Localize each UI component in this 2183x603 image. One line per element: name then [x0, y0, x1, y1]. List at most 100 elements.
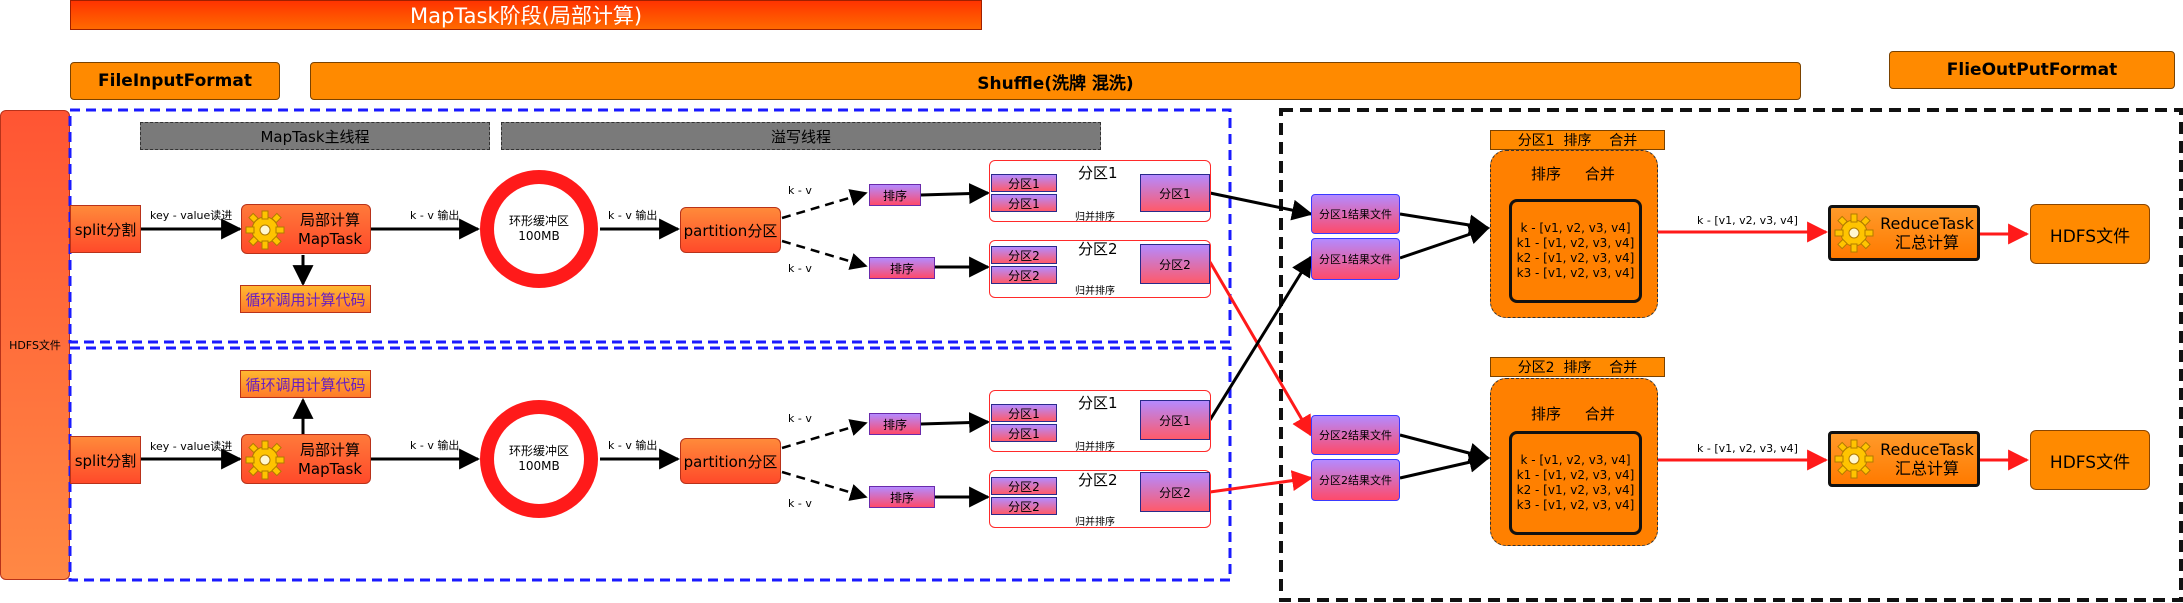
result-file-p2-b: 分区2结果文件	[1311, 459, 1400, 501]
header-output-format: FlieOutPutFormat	[1889, 51, 2175, 89]
merge-sort-bottom-2: 归并排序	[1075, 517, 1115, 528]
sort-merge-label-p2: 排序 合并	[1531, 405, 1615, 423]
kv-list-box-p2: k - [v1, v2, v3, v4] k1 - [v1, v2, v3, v…	[1509, 431, 1642, 535]
sort-box-bottom-2: 排序	[869, 486, 935, 508]
partition-box-bottom: partition分区	[680, 438, 781, 484]
sort-label-top-2: 排序	[889, 261, 914, 276]
partition1-a-bottom: 分区1	[991, 404, 1057, 422]
partition2-a-bottom: 分区2	[991, 477, 1057, 495]
partition2-result-bottom-label: 分区2	[1159, 485, 1191, 500]
kv-label-bottom-2: k - v	[788, 497, 812, 510]
map-frame-bottom	[68, 346, 1232, 582]
phase-main-thread-label: MapTask主线程	[260, 127, 370, 146]
result-file-p1-a-label: 分区1结果文件	[1319, 208, 1392, 221]
partition1-result-bottom: 分区1	[1140, 400, 1210, 440]
loop-code-box-top: 循环调用计算代码	[240, 285, 371, 313]
gear-icon	[1834, 213, 1874, 253]
kv-line-1-p2: k - [v1, v2, v3, v4]	[1520, 453, 1631, 467]
kv-label-top-2: k - v	[788, 262, 812, 275]
kv-out-label-top: k - v 输出	[410, 209, 460, 222]
merge-sort-top-2: 归并排序	[1075, 286, 1115, 297]
maptask-box-top: 局部计算 MapTask	[241, 204, 371, 254]
reducetask-label-p1: ReduceTask 汇总计算	[1880, 214, 1974, 252]
reducetask-label-p2: ReduceTask 汇总计算	[1880, 440, 1974, 478]
result-file-p2-a: 分区2结果文件	[1311, 415, 1400, 455]
gear-icon	[245, 210, 285, 250]
result-file-p2-b-label: 分区2结果文件	[1319, 474, 1392, 487]
hdfs-output-p2-label: HDFS文件	[2049, 452, 2131, 473]
kv-line-3-p1: k2 - [v1, v2, v3, v4]	[1516, 251, 1635, 265]
page-title-text: MapTask阶段(局部计算)	[409, 4, 643, 28]
sort-box-bottom-1: 排序	[869, 413, 921, 435]
kv-line-3-p2: k2 - [v1, v2, v3, v4]	[1516, 483, 1635, 497]
maptask-label-top: 局部计算 MapTask	[297, 211, 363, 248]
partition2-b-bottom-label: 分区2	[1008, 499, 1040, 514]
sort-label-bottom-1: 排序	[882, 417, 907, 432]
split-box-top: split分割	[70, 205, 141, 253]
header-output-format-label: FlieOutPutFormat	[1946, 60, 2118, 80]
partition2-a-top: 分区2	[991, 246, 1057, 264]
ring-buffer-top: 环形缓冲区 100MB	[480, 170, 598, 288]
header-input-format: FileInputFormat	[70, 62, 280, 100]
kv-line-4-p1: k3 - [v1, v2, v3, v4]	[1516, 266, 1635, 280]
hdfs-input-label: HDFS文件	[9, 339, 61, 352]
partition1-title-top: 分区1	[1078, 164, 1118, 182]
ring-buffer-bottom: 环形缓冲区 100MB	[480, 400, 598, 518]
kv-line-2-p2: k1 - [v1, v2, v3, v4]	[1516, 468, 1635, 482]
partition1-b-top-label: 分区1	[1008, 196, 1040, 211]
kv-list-box-p1: k - [v1, v2, v3, v4] k1 - [v1, v2, v3, v…	[1509, 199, 1642, 303]
reduce-header-p1: 分区1 排序 合并	[1490, 130, 1665, 150]
ring-buffer-inner-top: 环形缓冲区 100MB	[494, 184, 584, 274]
sort-label-top-1: 排序	[882, 188, 907, 203]
reduce-header-p2-label: 分区2 排序 合并	[1517, 360, 1638, 376]
sort-box-top-1: 排序	[869, 184, 921, 206]
reduce-box-p2: 排序 合并 k - [v1, v2, v3, v4] k1 - [v1, v2,…	[1490, 378, 1658, 546]
partition2-title-bottom: 分区2	[1078, 471, 1118, 489]
split-label-bottom: split分割	[74, 451, 137, 470]
kv-label-bottom-1: k - v	[788, 412, 812, 425]
merge-sort-bottom-1: 归并排序	[1075, 442, 1115, 453]
hdfs-input-block: HDFS文件	[0, 110, 70, 580]
partition1-b-top: 分区1	[991, 194, 1057, 212]
partition1-a-top-label: 分区1	[1008, 176, 1040, 191]
partition1-a-bottom-label: 分区1	[1008, 406, 1040, 421]
hdfs-output-p1-label: HDFS文件	[2049, 226, 2131, 247]
reduce-frame	[1279, 108, 2183, 602]
merge-sort-top-1: 归并排序	[1075, 212, 1115, 223]
kv-out2-label-bottom: k - v 输出	[608, 439, 658, 452]
kv-label-top-1: k - v	[788, 184, 812, 197]
kv-out2-label-top: k - v 输出	[608, 209, 658, 222]
reducetask-box-p1: ReduceTask 汇总计算	[1828, 205, 1980, 261]
partition1-result-bottom-label: 分区1	[1159, 413, 1191, 428]
sort-box-top-2: 排序	[869, 257, 935, 279]
result-file-p1-b: 分区1结果文件	[1311, 238, 1400, 280]
gear-icon	[245, 440, 285, 480]
kv-read-label-top: key - value读进	[150, 209, 233, 222]
partition1-title-bottom: 分区1	[1078, 394, 1118, 412]
partition2-a-bottom-label: 分区2	[1008, 479, 1040, 494]
ring-buffer-label-bottom: 环形缓冲区 100MB	[508, 444, 569, 473]
partition2-b-top-label: 分区2	[1008, 268, 1040, 283]
kv-arrow-label-p2: k - [v1, v2, v3, v4]	[1697, 442, 1798, 455]
partition1-b-bottom: 分区1	[991, 424, 1057, 442]
kv-read-label-bottom: key - value读进	[150, 440, 233, 453]
ring-buffer-label-top: 环形缓冲区 100MB	[508, 214, 569, 243]
loop-code-label-top: 循环调用计算代码	[245, 290, 366, 309]
page-title: MapTask阶段(局部计算)	[70, 0, 982, 30]
partition1-b-bottom-label: 分区1	[1008, 426, 1040, 441]
sort-label-bottom-2: 排序	[889, 490, 914, 505]
loop-code-label-bottom: 循环调用计算代码	[245, 375, 366, 394]
partition2-b-top: 分区2	[991, 266, 1057, 284]
split-box-bottom: split分割	[70, 436, 141, 484]
partition1-a-top: 分区1	[991, 174, 1057, 192]
kv-line-4-p2: k3 - [v1, v2, v3, v4]	[1516, 498, 1635, 512]
map-frame-top	[68, 108, 1232, 344]
partition-label-top: partition分区	[683, 221, 778, 240]
split-label-top: split分割	[74, 220, 137, 239]
result-file-p1-b-label: 分区1结果文件	[1319, 253, 1392, 266]
reduce-header-p2: 分区2 排序 合并	[1490, 357, 1665, 377]
gear-icon	[1834, 439, 1874, 479]
reducetask-box-p2: ReduceTask 汇总计算	[1828, 431, 1980, 487]
kv-out-label-bottom: k - v 输出	[410, 439, 460, 452]
phase-spill-thread-label: 溢写线程	[770, 127, 831, 146]
